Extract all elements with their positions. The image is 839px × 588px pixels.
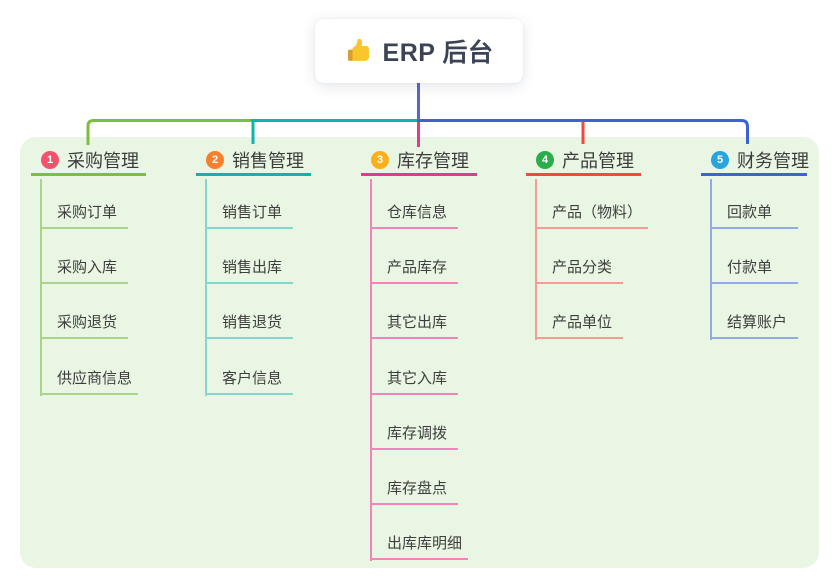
branch-title-5[interactable]: 5 财务管理 bbox=[701, 147, 809, 176]
child-node[interactable]: 采购订单 bbox=[40, 202, 128, 229]
child-node[interactable]: 销售出库 bbox=[205, 257, 293, 285]
child-node[interactable]: 销售订单 bbox=[205, 202, 293, 229]
branches-panel bbox=[20, 137, 819, 568]
branch-title-4[interactable]: 4 产品管理 bbox=[526, 147, 641, 176]
branch-badge: 1 bbox=[41, 151, 59, 169]
branch-child-connector bbox=[535, 179, 537, 341]
branch-badge: 4 bbox=[536, 151, 554, 169]
branch-label: 采购管理 bbox=[67, 151, 139, 171]
branch-title-2[interactable]: 2 销售管理 bbox=[196, 147, 311, 176]
child-node[interactable]: 回款单 bbox=[710, 202, 798, 229]
child-node[interactable]: 产品库存 bbox=[370, 257, 458, 285]
branch-label: 销售管理 bbox=[232, 151, 304, 171]
child-node[interactable]: 仓库信息 bbox=[370, 202, 458, 229]
branch-label: 库存管理 bbox=[397, 151, 469, 171]
child-node[interactable]: 采购退货 bbox=[40, 312, 128, 340]
branch-title-3[interactable]: 3 库存管理 bbox=[361, 147, 477, 176]
child-node[interactable]: 库存盘点 bbox=[370, 478, 458, 505]
child-node[interactable]: 供应商信息 bbox=[40, 368, 139, 395]
child-node[interactable]: 产品分类 bbox=[535, 257, 623, 285]
branch-label: 产品管理 bbox=[562, 151, 634, 171]
child-node[interactable]: 库存调拨 bbox=[370, 423, 458, 450]
child-node[interactable]: 产品单位 bbox=[535, 312, 623, 340]
child-node[interactable]: 其它入库 bbox=[370, 368, 458, 395]
child-node[interactable]: 产品（物料） bbox=[535, 202, 649, 229]
child-node[interactable]: 出库库明细 bbox=[370, 533, 469, 561]
branch-badge: 5 bbox=[711, 151, 729, 169]
root-node[interactable]: ERP 后台 bbox=[315, 19, 523, 83]
child-node[interactable]: 客户信息 bbox=[205, 368, 293, 395]
child-node[interactable]: 其它出库 bbox=[370, 312, 458, 340]
child-node[interactable]: 采购入库 bbox=[40, 257, 128, 285]
branch-child-connector bbox=[205, 179, 207, 396]
branch-child-connector bbox=[370, 179, 372, 562]
branch-child-connector bbox=[40, 179, 42, 396]
branch-badge: 3 bbox=[371, 151, 389, 169]
branch-child-connector bbox=[710, 179, 712, 341]
child-node[interactable]: 销售退货 bbox=[205, 312, 293, 340]
branch-badge: 2 bbox=[206, 151, 224, 169]
root-label: ERP 后台 bbox=[382, 39, 494, 67]
thumbs-up-icon bbox=[345, 38, 372, 65]
child-node[interactable]: 付款单 bbox=[710, 257, 798, 285]
child-node[interactable]: 结算账户 bbox=[710, 312, 798, 340]
branch-title-1[interactable]: 1 采购管理 bbox=[31, 147, 146, 176]
branch-label: 财务管理 bbox=[737, 151, 809, 171]
